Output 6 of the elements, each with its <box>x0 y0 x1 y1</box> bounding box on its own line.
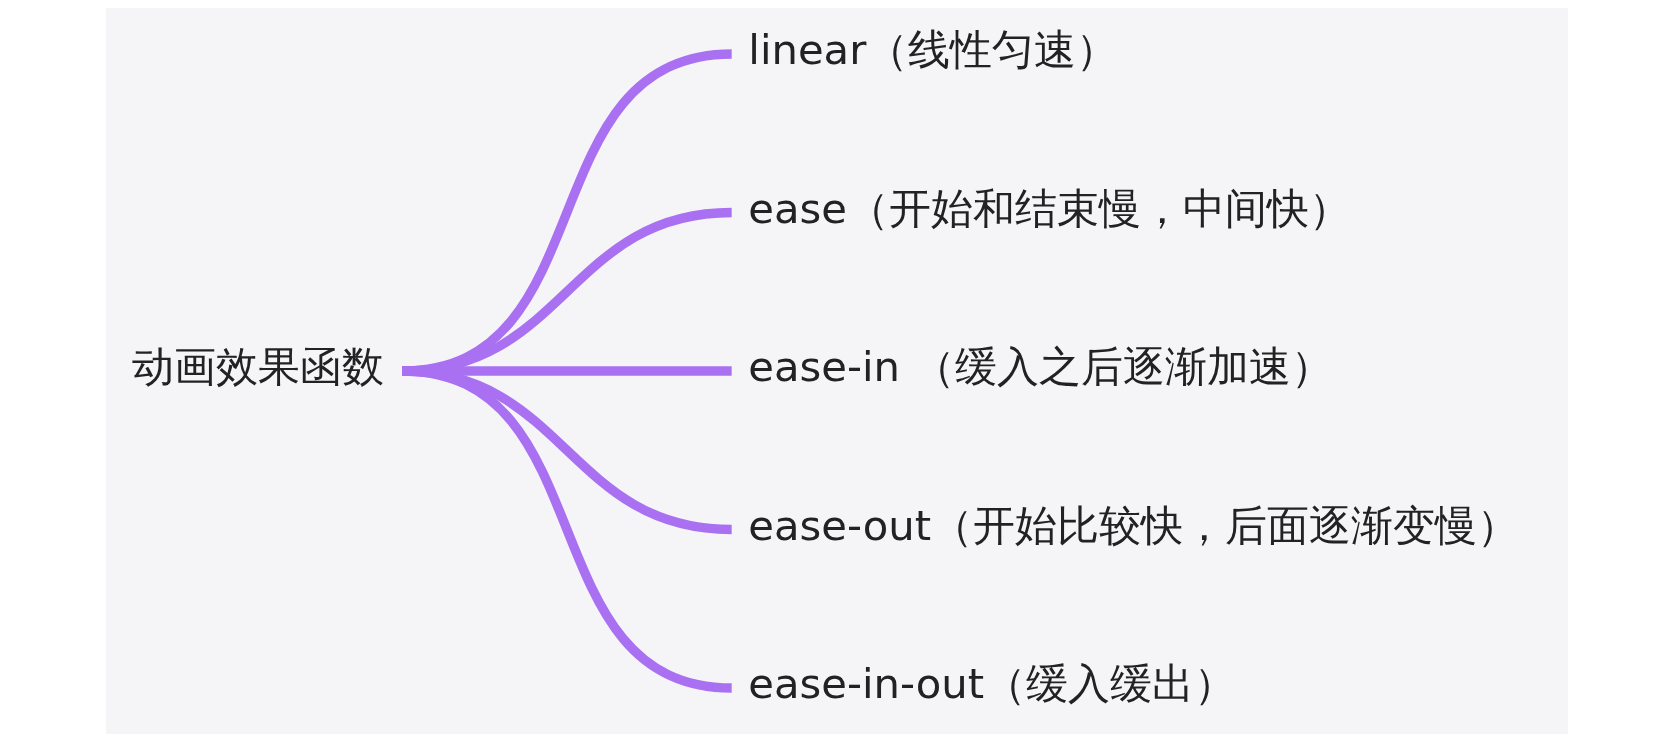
node-text: linear（线性匀速） <box>748 25 1119 75</box>
node-text: ease-in-out（缓入缓出） <box>748 659 1237 709</box>
node-text: ease-out（开始比较快，后面逐渐变慢） <box>748 500 1520 550</box>
node-text: ease-in （缓入之后逐渐加速） <box>748 342 1334 392</box>
node-text: 动画效果函数 <box>132 342 385 392</box>
node-text: ease（开始和结束慢，中间快） <box>748 183 1351 233</box>
